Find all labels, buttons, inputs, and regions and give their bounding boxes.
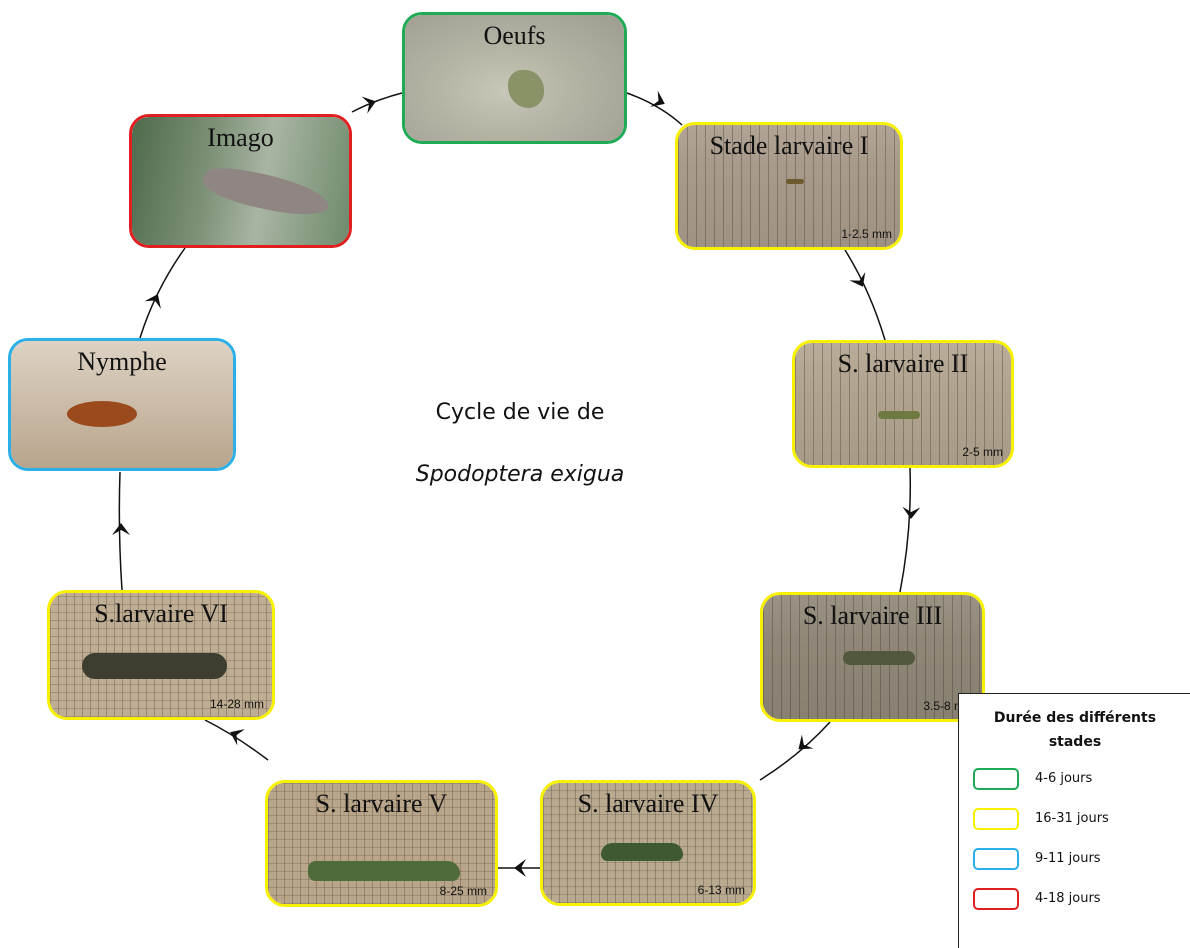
connector-l3-l4 — [760, 722, 830, 780]
connector-l2-l3 — [900, 468, 910, 592]
connector-imago-oeufs — [352, 93, 402, 112]
connector-l1-l2 — [845, 250, 885, 340]
connector-nymphe-imago — [140, 248, 185, 338]
size-label: 14-28 mm — [210, 697, 264, 711]
size-label: 1-2.5 mm — [841, 227, 892, 241]
stage-title: S. larvaire V — [268, 789, 495, 819]
larva — [601, 843, 683, 861]
legend-swatch-green — [973, 768, 1019, 790]
legend-label: 4-6 jours — [1035, 771, 1092, 786]
stage-title: S. larvaire IV — [543, 789, 753, 819]
stage-nymphe: Nymphe — [8, 338, 236, 471]
stage-larval-3: S. larvaire III 3.5-8 mm — [760, 592, 985, 722]
legend: Durée des différents stades 4-6 jours 16… — [958, 693, 1190, 948]
larva — [82, 653, 227, 679]
stage-larval-4: S. larvaire IV 6-13 mm — [540, 780, 756, 906]
legend-label: 4-18 jours — [1035, 891, 1101, 906]
stage-title: Nymphe — [11, 347, 233, 377]
larva — [786, 179, 804, 184]
stage-oeufs: Oeufs — [402, 12, 627, 144]
arrowhead-l2-l3 — [902, 507, 920, 520]
larva — [308, 861, 460, 881]
larva — [878, 411, 920, 419]
arrowhead-l3-l4 — [793, 735, 814, 757]
stage-title: Stade larvaire I — [678, 131, 900, 161]
legend-swatch-yellow — [973, 808, 1019, 830]
arrowhead-l1-l2 — [849, 272, 871, 291]
size-label: 2-5 mm — [962, 445, 1003, 459]
stage-title: S. larvaire II — [795, 349, 1011, 379]
diagram-title: Cycle de vie de — [380, 400, 660, 425]
stage-imago: Imago — [129, 114, 352, 248]
stage-title: Imago — [132, 123, 349, 153]
legend-label: 9-11 jours — [1035, 851, 1101, 866]
size-label: 6-13 mm — [698, 883, 745, 897]
stage-larval-6: S.larvaire VI 14-28 mm — [47, 590, 275, 720]
stage-title: S. larvaire III — [763, 601, 982, 631]
stage-title: Oeufs — [405, 21, 624, 51]
arrowhead-imago-oeufs — [362, 93, 379, 114]
legend-title: Durée des différents stades — [971, 706, 1179, 754]
connector-oeufs-l1 — [627, 93, 682, 125]
size-label: 8-25 mm — [440, 884, 487, 898]
legend-swatch-blue — [973, 848, 1019, 870]
species-name: Spodoptera exigua — [380, 462, 660, 487]
legend-label: 16-31 jours — [1035, 811, 1109, 826]
larva — [843, 651, 915, 665]
connector-l6-nymphe — [119, 472, 122, 590]
legend-swatch-red — [973, 888, 1019, 910]
stage-larval-1: Stade larvaire I 1-2.5 mm — [675, 122, 903, 250]
arrowhead-nymphe-imago — [145, 290, 166, 308]
stage-larval-5: S. larvaire V 8-25 mm — [265, 780, 498, 907]
arrowhead-l6-nymphe — [112, 523, 130, 535]
stage-larval-2: S. larvaire II 2-5 mm — [792, 340, 1014, 468]
pupa — [67, 401, 137, 427]
stage-title: S.larvaire VI — [50, 599, 272, 629]
